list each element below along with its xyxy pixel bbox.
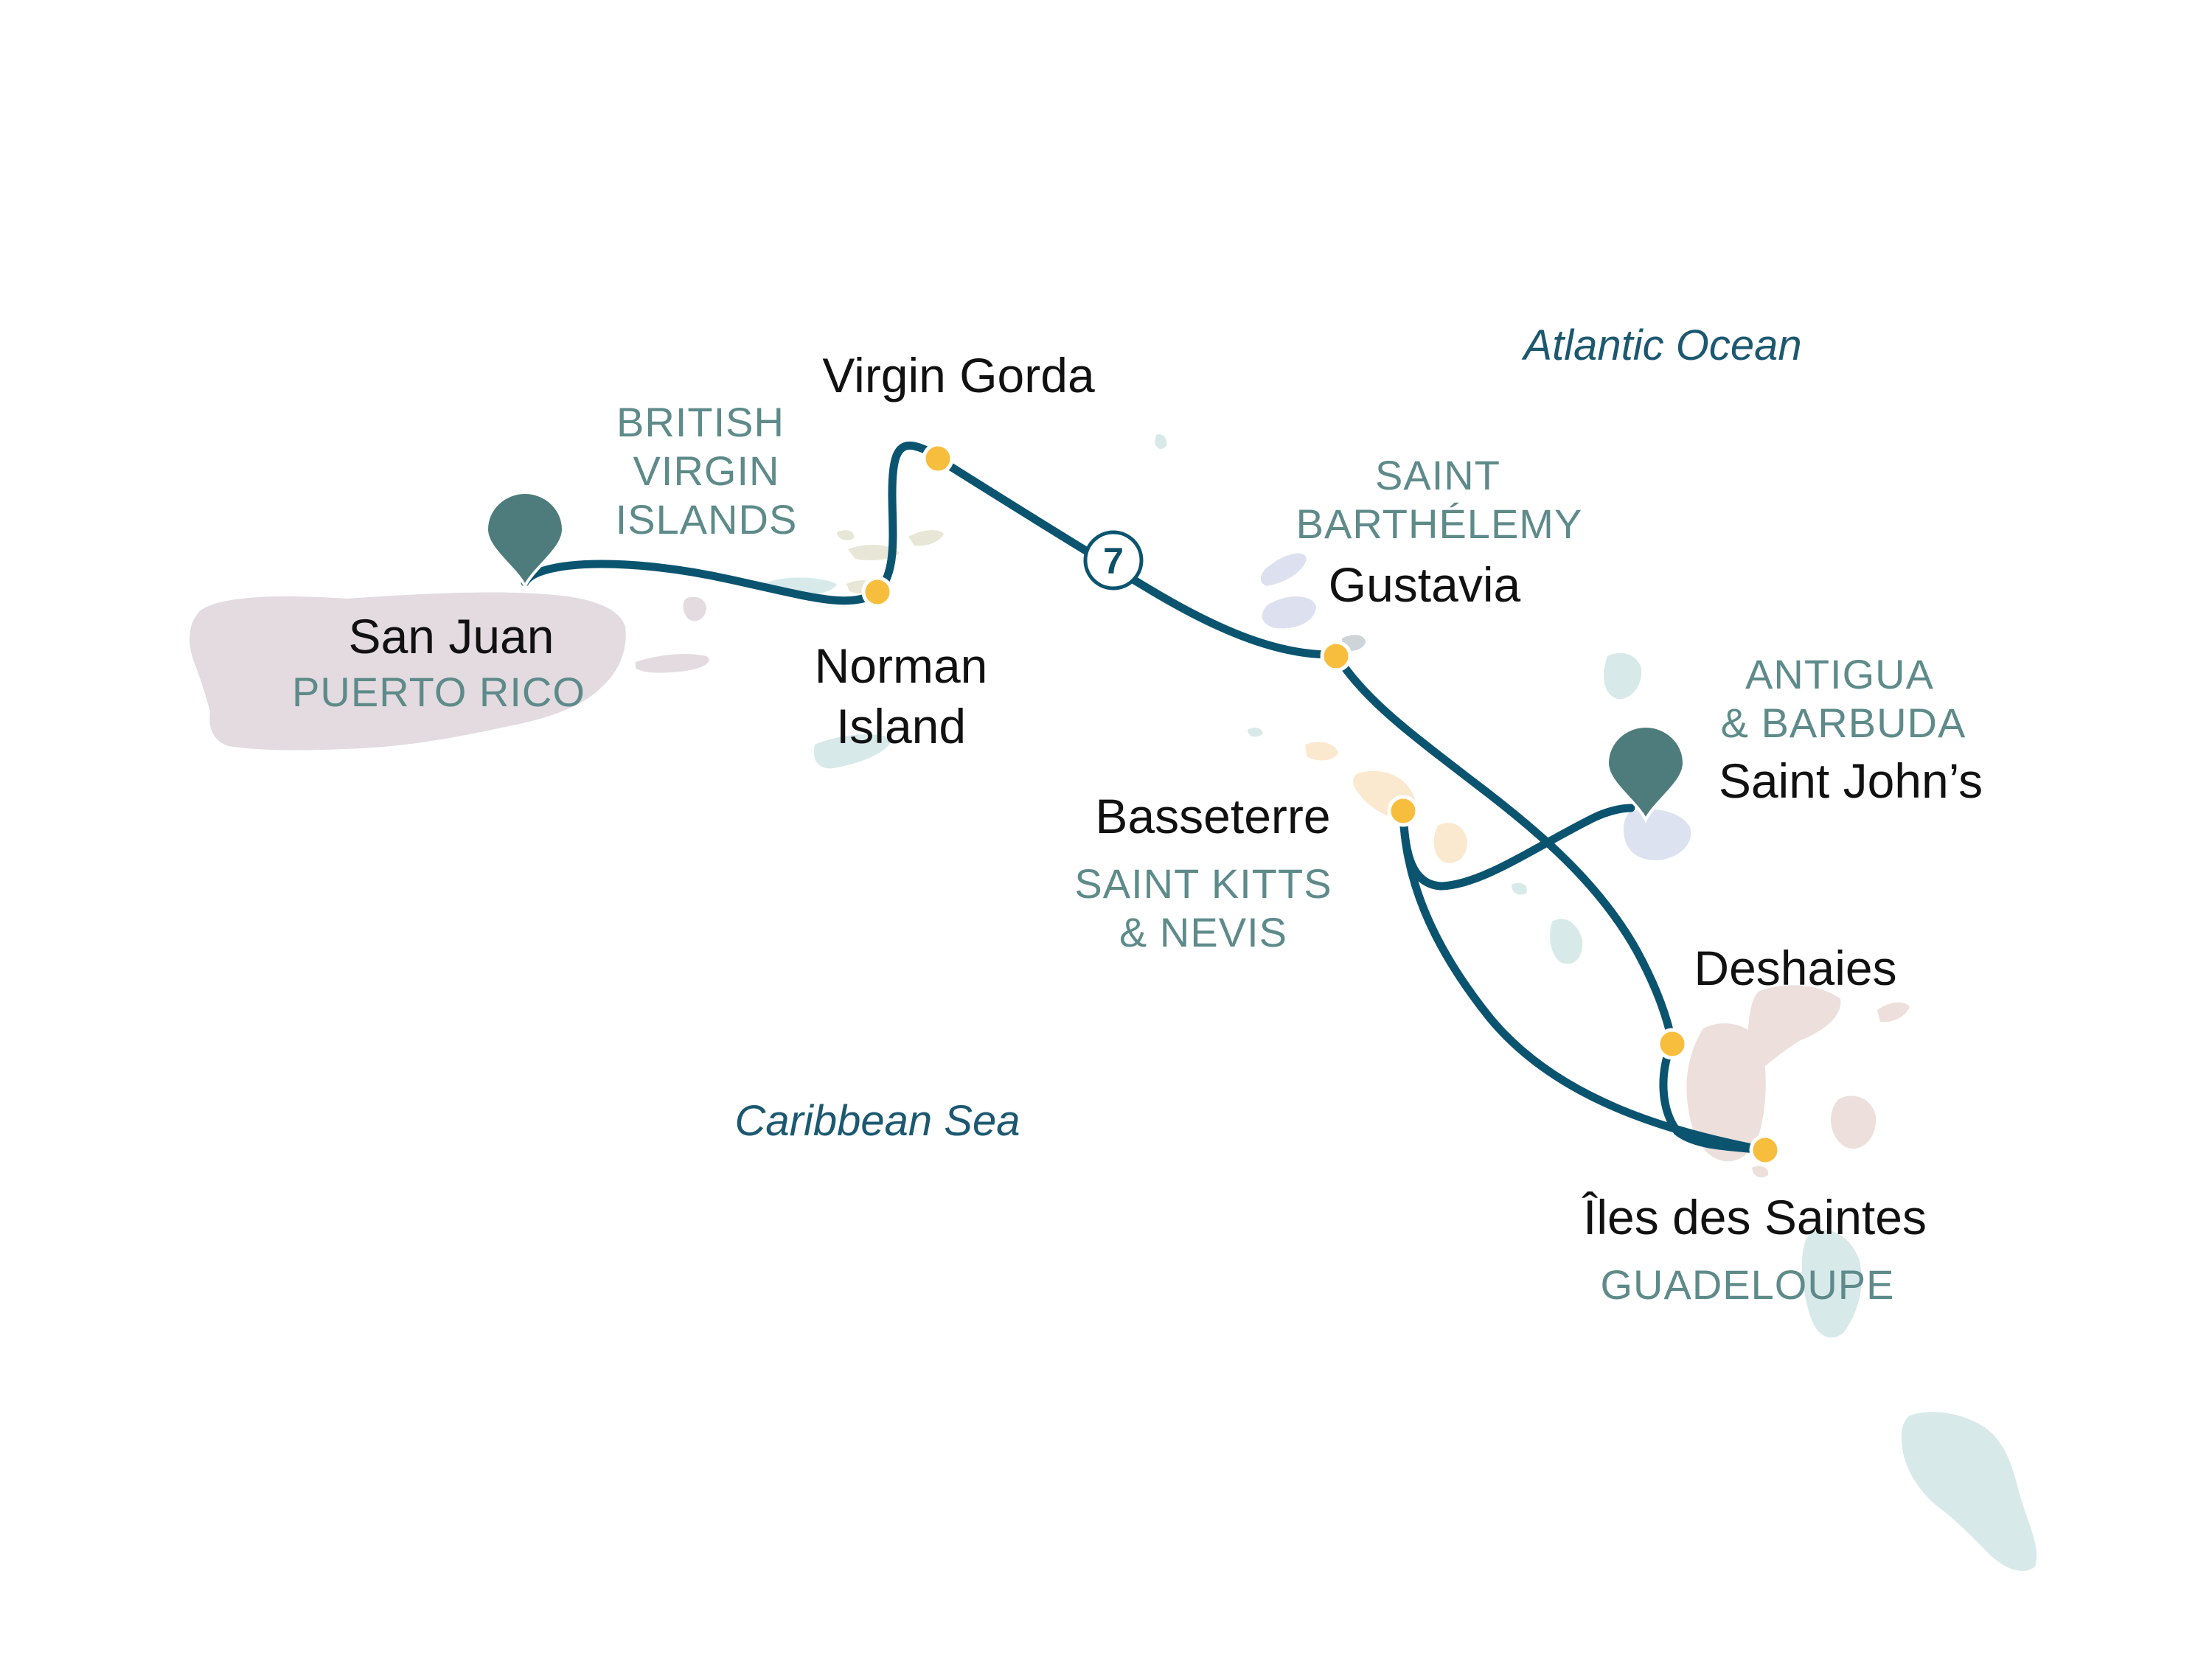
country-label-stkitts-1: SAINT KITTS — [1074, 860, 1332, 907]
land-redonda — [1512, 882, 1527, 895]
land-jost — [837, 530, 855, 540]
land-masses — [189, 433, 2037, 1571]
country-label-stbarth-1: SAINT — [1375, 452, 1500, 498]
land-puerto-rico — [189, 592, 626, 750]
country-label-puerto-rico: PUERTO RICO — [292, 669, 585, 715]
country-label-stbarth-2: BARTHÉLEMY — [1296, 501, 1583, 547]
map-pin-icon — [1605, 724, 1686, 823]
land-saba — [1248, 728, 1263, 737]
port-label-saint-johns: Saint John’s — [1719, 753, 1983, 808]
country-label-stkitts-2: & NEVIS — [1119, 909, 1287, 955]
port-stops — [861, 442, 1781, 1166]
route-gustavia-to-deshaies — [1332, 650, 1677, 1047]
pin-saint-johns — [1605, 724, 1686, 823]
stop-virgin-gorda — [922, 442, 954, 475]
port-label-norman-1: Norman — [815, 638, 988, 693]
land-dominica — [1801, 1230, 1862, 1338]
port-label-virgin-gorda: Virgin Gorda — [822, 348, 1095, 403]
land-guadeloupe-grande-terre — [1747, 985, 1841, 1073]
land-statia — [1305, 742, 1338, 761]
country-label-bvi-1: BRITISH — [616, 399, 785, 445]
stop-gustavia — [1320, 640, 1352, 672]
land-marie-galante — [1831, 1096, 1877, 1149]
land-vieques — [636, 654, 709, 673]
land-bvi-east — [908, 530, 944, 546]
land-les-saintes — [1752, 1166, 1769, 1178]
land-anegada — [1155, 433, 1167, 449]
land-st-croix — [813, 734, 892, 769]
sea-label-caribbean: Caribbean Sea — [735, 1097, 1020, 1145]
land-montserrat — [1550, 919, 1583, 964]
land-la-desirade — [1877, 1002, 1910, 1023]
stop-deshaies — [1656, 1028, 1688, 1060]
port-label-norman-2: Island — [836, 699, 966, 753]
land-guadeloupe-basse-terre — [1686, 1023, 1766, 1162]
route-virgin-gorda-to-gustavia — [933, 454, 1340, 659]
country-label-guadeloupe: GUADELOUPE — [1601, 1261, 1895, 1308]
land-nevis — [1433, 823, 1467, 863]
nights-badge: 7 — [1083, 530, 1144, 591]
port-label-san-juan: San Juan — [349, 609, 554, 663]
map-pin-icon — [484, 490, 566, 590]
land-culebra — [683, 596, 706, 621]
sea-label-atlantic: Atlantic Ocean — [1521, 321, 1801, 369]
country-label-antigua-1: ANTIGUA — [1745, 651, 1934, 697]
port-label-basseterre: Basseterre — [1095, 789, 1330, 843]
port-label-deshaies: Deshaies — [1694, 941, 1896, 995]
land-saint-barth — [1262, 596, 1316, 629]
pin-san-juan — [484, 490, 566, 590]
land-antigua — [1624, 809, 1691, 860]
country-label-bvi-2: VIRGIN — [633, 447, 780, 494]
route-basseterre-to-saint-johns — [1399, 804, 1635, 891]
land-tortola — [848, 544, 900, 560]
stop-basseterre — [1387, 795, 1419, 827]
route-san-juan-to-norman — [521, 560, 880, 605]
stop-norman-island — [861, 576, 894, 608]
land-martinique — [1901, 1412, 2037, 1571]
route-iles-des-saintes-to-basseterre — [1399, 807, 1768, 1154]
land-saint-martin — [1260, 553, 1307, 586]
port-label-gustavia: Gustavia — [1329, 557, 1521, 612]
country-label-antigua-2: & BARBUDA — [1721, 700, 1966, 746]
land-barbuda — [1604, 652, 1642, 700]
nights-badge-number: 7 — [1103, 540, 1124, 582]
country-label-bvi-3: ISLANDS — [616, 496, 798, 543]
stop-iles-des-saintes — [1749, 1134, 1781, 1166]
port-label-iles-des-saintes: Îles des Saintes — [1582, 1190, 1927, 1244]
